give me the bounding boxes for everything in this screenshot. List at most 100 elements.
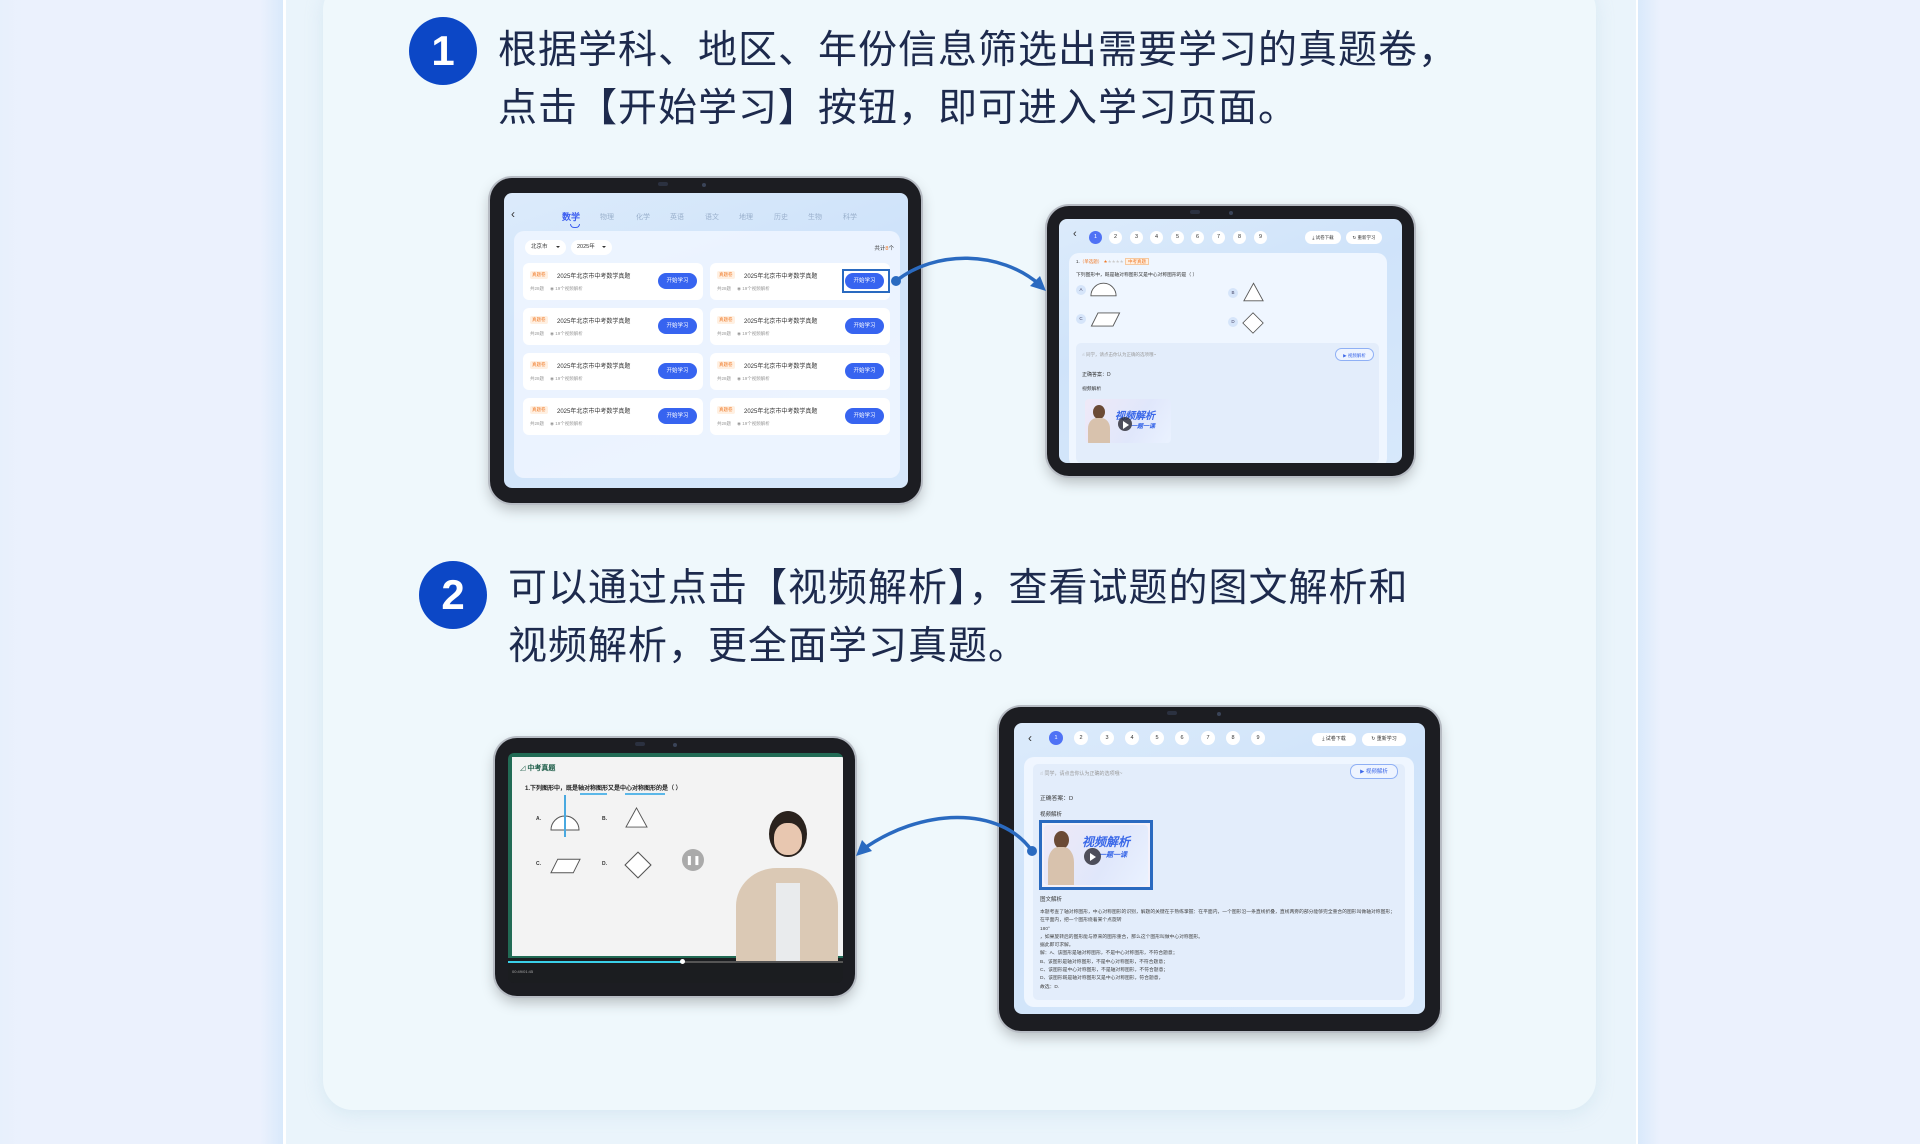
step-1-line-1: 根据学科、地区、年份信息筛选出需要学习的真题卷， xyxy=(498,29,1459,72)
tab-8[interactable]: 生物 xyxy=(808,214,822,221)
start-study-button[interactable]: 开始学习 xyxy=(658,363,697,379)
option-d[interactable]: D xyxy=(1228,317,1238,327)
video-icon: ◉ xyxy=(737,421,743,426)
paper-meta: 共28题◉ 19个视频解析 xyxy=(717,376,770,382)
start-study-button[interactable]: 开始学习 xyxy=(845,363,884,379)
progress-handle[interactable] xyxy=(679,959,685,964)
thumb-title: 视频解析 xyxy=(1115,411,1155,422)
triangle-figure xyxy=(1243,282,1264,302)
hint-label: 同学，请点击你认为正确的选项哦~ xyxy=(1086,352,1157,357)
tab-4[interactable]: 英语 xyxy=(670,214,684,221)
start-study-button[interactable]: 开始学习 xyxy=(658,273,697,289)
question-number-3[interactable]: 3 xyxy=(1130,231,1143,244)
step-2-line-1: 可以通过点击【视频解析】，查看试题的图文解析和 xyxy=(508,567,1409,610)
question-count: 共28题 xyxy=(717,421,732,426)
chevron-left-icon[interactable]: ‹ xyxy=(1073,228,1077,240)
restart-label: 重新学习 xyxy=(1376,736,1397,742)
chevron-left-icon[interactable]: ‹ xyxy=(1028,731,1032,745)
option-a[interactable]: A xyxy=(1076,285,1086,295)
video-thumbnail[interactable]: 视频解析 一题一课 xyxy=(1085,399,1171,443)
question-tag: 中考真题 xyxy=(1124,258,1149,265)
teacher-face xyxy=(774,823,802,855)
play-icon[interactable] xyxy=(1084,848,1101,865)
question-number-4[interactable]: 4 xyxy=(1125,731,1139,745)
question-number-9[interactable]: 9 xyxy=(1254,231,1267,244)
question-number-6[interactable]: 6 xyxy=(1191,231,1204,244)
time-display: 00:49/01:45 xyxy=(512,969,534,974)
question-number-7[interactable]: 7 xyxy=(1201,731,1215,745)
question-number-9[interactable]: 9 xyxy=(1251,731,1265,745)
start-study-button[interactable]: 开始学习 xyxy=(845,318,884,334)
question-number-6[interactable]: 6 xyxy=(1175,731,1189,745)
start-study-button[interactable]: 开始学习 xyxy=(658,318,697,334)
question-number-3[interactable]: 3 xyxy=(1100,731,1114,745)
video-icon: ◉ xyxy=(550,421,556,426)
download-label: 试卷下载 xyxy=(1315,235,1334,240)
start-study-button[interactable]: 开始学习 xyxy=(658,408,697,424)
question-number-5[interactable]: 5 xyxy=(1150,731,1164,745)
paper-tag: 真题卷 xyxy=(530,271,548,279)
question-number-1[interactable]: 1 xyxy=(1049,731,1063,745)
tab-2[interactable]: 物理 xyxy=(600,214,614,221)
chevron-left-icon[interactable]: ‹ xyxy=(511,207,515,221)
restart-button[interactable]: ↻ 重新学习 xyxy=(1346,231,1382,244)
download-button[interactable]: ⤓ 试卷下载 xyxy=(1312,733,1356,746)
video-analysis-button[interactable]: ▶ 视频解析 xyxy=(1350,764,1398,779)
step-2-badge: 2 xyxy=(419,561,487,629)
pause-icon[interactable]: ❚❚ xyxy=(682,849,704,871)
region-select[interactable]: 北京市 xyxy=(525,240,566,255)
video-analysis-button[interactable]: ▶ 视频解析 xyxy=(1335,348,1374,361)
question-number-1[interactable]: 1 xyxy=(1089,231,1102,244)
question-count: 共28题 xyxy=(530,376,545,381)
video-option-c: C. xyxy=(536,861,541,867)
explanation-line: 解：A、该图形是轴对称图形，不是中心对称图形，不符合题意； xyxy=(1040,951,1178,957)
start-study-button[interactable]: 开始学习 xyxy=(845,273,884,289)
hint-text: ☝ 同学，请点击你认为正确的选项哦~ xyxy=(1082,352,1157,357)
question-number-4[interactable]: 4 xyxy=(1150,231,1163,244)
hint-label: 同学，请点击你认为正确的选项哦~ xyxy=(1044,771,1123,777)
hint-text: ☝ 同学，请点击你认为正确的选项哦~ xyxy=(1040,771,1123,777)
diamond-figure xyxy=(1242,312,1264,334)
tab-3[interactable]: 化学 xyxy=(636,214,650,221)
year-select[interactable]: 2025年 xyxy=(571,240,612,255)
question-text: 下列图形中，既是轴对称图形又是中心对称图形的是（ ） xyxy=(1076,273,1198,278)
tab-5[interactable]: 语文 xyxy=(705,214,719,221)
video-count: 19个视频解析 xyxy=(555,421,583,426)
question-count: 共28题 xyxy=(717,286,732,291)
teacher-head xyxy=(1054,831,1069,849)
left-background xyxy=(0,0,283,1144)
tab-6[interactable]: 地理 xyxy=(739,214,753,221)
paper-tag: 真题卷 xyxy=(717,406,735,414)
start-study-button[interactable]: 开始学习 xyxy=(845,408,884,424)
video-thumbnail[interactable]: 视频解析 一题一课 xyxy=(1044,825,1148,885)
tab-1[interactable]: 数学 xyxy=(562,212,581,222)
paper-meta: 共28题◉ 19个视频解析 xyxy=(530,331,583,337)
play-icon[interactable] xyxy=(1118,417,1132,431)
option-c[interactable]: C xyxy=(1076,314,1086,324)
restart-button[interactable]: ↻ 重新学习 xyxy=(1362,733,1406,746)
tab-7[interactable]: 历史 xyxy=(774,214,788,221)
question-number-2[interactable]: 2 xyxy=(1074,731,1088,745)
question-number-5[interactable]: 5 xyxy=(1171,231,1184,244)
tablet-sensor xyxy=(635,742,645,746)
graphic-analysis-label: 图文解析 xyxy=(1040,897,1063,903)
question-number-7[interactable]: 7 xyxy=(1212,231,1225,244)
difficulty-stars: ★★★★★ xyxy=(1103,259,1124,264)
paper-title: 2025年北京市中考数学真题 xyxy=(557,319,631,325)
video-icon: ◉ xyxy=(737,286,743,291)
total-suffix: 个 xyxy=(888,246,894,252)
download-button[interactable]: ⤓ 试卷下载 xyxy=(1305,231,1341,244)
question-number-8[interactable]: 8 xyxy=(1233,231,1246,244)
correct-answer: 正确答案：D xyxy=(1082,372,1111,378)
underline-mark xyxy=(580,793,607,795)
video-count: 19个视频解析 xyxy=(742,421,770,426)
question-number-8[interactable]: 8 xyxy=(1226,731,1240,745)
teacher-head xyxy=(1093,405,1105,419)
step-1-line-2: 点击【开始学习】按钮，即可进入学习页面。 xyxy=(498,87,1299,130)
tab-9[interactable]: 科学 xyxy=(843,214,857,221)
question-number-2[interactable]: 2 xyxy=(1109,231,1122,244)
option-b[interactable]: B xyxy=(1228,288,1238,298)
video-count: 19个视频解析 xyxy=(555,376,583,381)
